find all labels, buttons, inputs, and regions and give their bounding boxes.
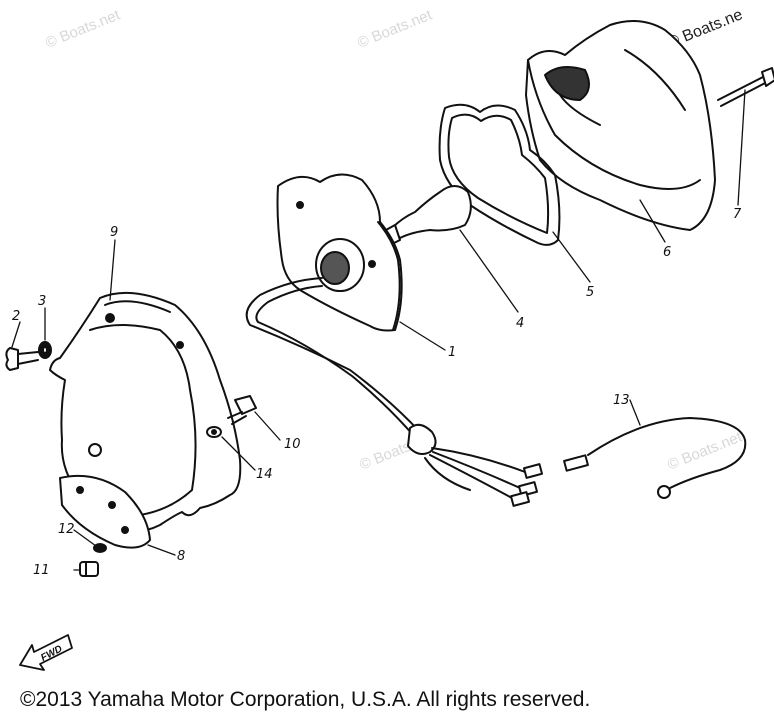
washer-part-12 xyxy=(93,543,107,553)
screw-part-7 xyxy=(717,67,774,107)
watermark-6: © Boats.net xyxy=(665,428,745,474)
wiring-harness xyxy=(245,277,544,507)
callout-8: 8 xyxy=(177,549,185,564)
bolt-part-2 xyxy=(5,347,39,371)
callout-6: 6 xyxy=(663,245,671,260)
watermark-2: © Boats.net xyxy=(355,6,435,52)
callout-12: 12 xyxy=(58,522,75,537)
bolt-part-10 xyxy=(227,395,257,425)
callout-1: 1 xyxy=(448,345,456,360)
washer-part-3 xyxy=(38,341,52,359)
callout-11: 11 xyxy=(33,563,50,578)
lens-cover-part-6 xyxy=(525,20,716,231)
callout-13: 13 xyxy=(613,393,630,408)
grommet-part-8 xyxy=(59,474,151,549)
callout-labels: 1 2 3 4 5 6 7 8 9 10 11 12 13 14 xyxy=(12,207,742,578)
watermark-1: © Boats.net xyxy=(43,6,123,52)
callout-9: 9 xyxy=(110,225,118,240)
callout-2: 2 xyxy=(12,309,20,324)
callout-10: 10 xyxy=(284,437,301,452)
callout-3: 3 xyxy=(38,294,46,309)
copyright-notice: ©2013 Yamaha Motor Corporation, U.S.A. A… xyxy=(20,688,591,711)
leader-lines xyxy=(11,89,746,571)
callout-14: 14 xyxy=(256,467,273,482)
bulb-part-4 xyxy=(385,185,472,245)
callout-4: 4 xyxy=(516,316,524,331)
forward-arrow-icon: FWD xyxy=(19,634,73,671)
callout-7: 7 xyxy=(733,207,742,222)
nut-part-11 xyxy=(79,561,99,577)
lamp-base-part-1 xyxy=(276,173,403,332)
housing-bracket-part-9 xyxy=(49,291,242,533)
ground-lead-part-13 xyxy=(563,417,747,499)
callout-5: 5 xyxy=(586,285,594,300)
washer-part-14 xyxy=(206,426,222,438)
